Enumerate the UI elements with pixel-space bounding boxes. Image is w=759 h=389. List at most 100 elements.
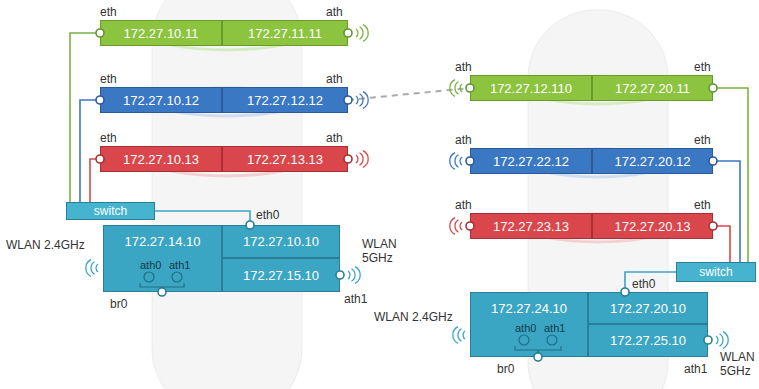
ath1-address: 172.27.25.10 xyxy=(588,324,708,357)
node-text: 172.27.10.11 xyxy=(124,26,199,41)
node-text: 172.27.22.12 xyxy=(493,154,569,169)
switch-box: switch xyxy=(676,262,756,282)
ethernet-cable xyxy=(713,88,748,282)
node-text: 172.27.12.110 xyxy=(490,81,572,96)
wireless-wave xyxy=(723,332,728,349)
ath-address: 172.27.23.13 xyxy=(470,213,592,239)
node-text: 172.27.20.11 xyxy=(615,81,690,96)
node-text: 172.27.10.13 xyxy=(123,152,199,167)
ethernet-cable xyxy=(625,272,676,292)
wireless-wave xyxy=(458,329,462,341)
eth-address: 172.27.10.11 xyxy=(100,20,222,46)
node-text: 172.27.14.10 xyxy=(125,234,201,249)
node-text: 172.27.20.12 xyxy=(615,154,691,169)
wireless-wave xyxy=(455,155,459,167)
interface-label: ath xyxy=(455,60,472,74)
ath-address: 172.27.22.12 xyxy=(470,148,592,174)
interface-label: ath xyxy=(326,5,343,19)
wireless-wave xyxy=(463,331,465,339)
wireless-wave xyxy=(450,80,455,97)
eth-address: 172.27.20.11 xyxy=(592,75,713,101)
node-text: 172.27.23.13 xyxy=(493,219,569,234)
wireless-wave xyxy=(96,264,98,272)
interface-label: ath0 xyxy=(515,321,536,335)
interface-label: eth0 xyxy=(632,277,655,291)
wireless-wave xyxy=(91,262,95,274)
ath-address: 172.27.11.11 xyxy=(222,20,348,46)
interface-label: br0 xyxy=(497,362,514,376)
wireless-wave xyxy=(352,269,356,281)
wireless-wave xyxy=(360,27,364,39)
node-text: 172.27.20.10 xyxy=(610,301,686,316)
wireless-wave xyxy=(453,327,458,344)
interface-label: eth xyxy=(100,131,117,145)
interface-label: ath1 xyxy=(544,321,565,335)
interface-label: ath1 xyxy=(169,258,190,272)
wireless-wave xyxy=(460,157,462,165)
node-text: 172.27.25.10 xyxy=(610,333,686,348)
ath1-address: 172.27.15.10 xyxy=(222,258,340,292)
wireless-wave xyxy=(356,155,358,163)
wireless-wave xyxy=(356,96,358,104)
node-text: 172.27.15.10 xyxy=(243,268,319,283)
wireless-wave xyxy=(716,336,718,344)
ath-address: 172.27.12.110 xyxy=(470,75,592,101)
wireless-wave xyxy=(355,267,360,284)
interface-label: ath xyxy=(455,198,472,212)
node-text: switch xyxy=(699,265,732,280)
interface-label: eth xyxy=(100,5,117,19)
interface-label: WLAN 5GHz xyxy=(362,237,404,265)
wireless-wave xyxy=(450,218,455,235)
wireless-wave xyxy=(455,82,459,94)
interface-label: ath1 xyxy=(344,292,367,306)
wireless-wave xyxy=(455,220,459,232)
node-text: 172.27.13.13 xyxy=(247,152,323,167)
wlan-24-address: 172.27.14.10 xyxy=(103,225,222,292)
ath-address: 172.27.13.13 xyxy=(222,146,348,172)
interface-label: ath xyxy=(326,131,343,145)
interface-label: eth xyxy=(100,72,117,86)
wireless-wave xyxy=(460,84,462,92)
eth-address: 172.27.10.12 xyxy=(100,87,222,113)
interface-label: ath xyxy=(455,133,472,147)
interface-label: WLAN 2.4GHz xyxy=(374,310,453,324)
node-text: 172.27.12.12 xyxy=(247,93,323,108)
eth-address: 172.27.10.13 xyxy=(100,146,222,172)
node-text: switch xyxy=(94,204,127,219)
interface-label: ath xyxy=(326,72,343,86)
interface-label: eth xyxy=(694,60,711,74)
ethernet-cable xyxy=(70,33,100,220)
wireless-wave xyxy=(450,153,455,170)
interface-label: eth0 xyxy=(256,208,279,222)
interface-label: ath0 xyxy=(140,258,161,272)
wireless-wave xyxy=(363,92,368,109)
wireless-wave xyxy=(360,153,364,165)
wireless-wave xyxy=(720,334,724,346)
node-text: 172.27.20.13 xyxy=(615,219,691,234)
interface-label: eth xyxy=(694,198,711,212)
node-text: 172.27.24.10 xyxy=(491,301,567,316)
wireless-link xyxy=(348,88,470,100)
eth0-address: 172.27.20.10 xyxy=(588,292,708,324)
node-text: 172.27.10.10 xyxy=(243,234,319,249)
interface-label: WLAN 5GHz xyxy=(720,350,758,378)
interface-label: eth xyxy=(694,133,711,147)
ethernet-cable xyxy=(155,211,250,225)
interface-label: br0 xyxy=(110,297,127,311)
wireless-wave xyxy=(363,151,368,168)
wireless-wave xyxy=(356,29,358,37)
interface-label: WLAN 2.4GHz xyxy=(6,238,85,252)
eth-address: 172.27.20.12 xyxy=(592,148,713,174)
eth-address: 172.27.20.13 xyxy=(592,213,713,239)
wireless-wave xyxy=(460,222,462,230)
interface-label: ath1 xyxy=(684,362,707,376)
switch-box: switch xyxy=(66,202,155,220)
wireless-wave xyxy=(348,271,350,279)
node-text: 172.27.11.11 xyxy=(248,26,322,41)
node-text: 172.27.10.12 xyxy=(123,93,199,108)
eth0-address: 172.27.10.10 xyxy=(222,225,340,258)
wireless-wave xyxy=(363,25,368,42)
wireless-wave xyxy=(360,94,364,106)
ath-address: 172.27.12.12 xyxy=(222,87,348,113)
wireless-wave xyxy=(86,260,91,277)
